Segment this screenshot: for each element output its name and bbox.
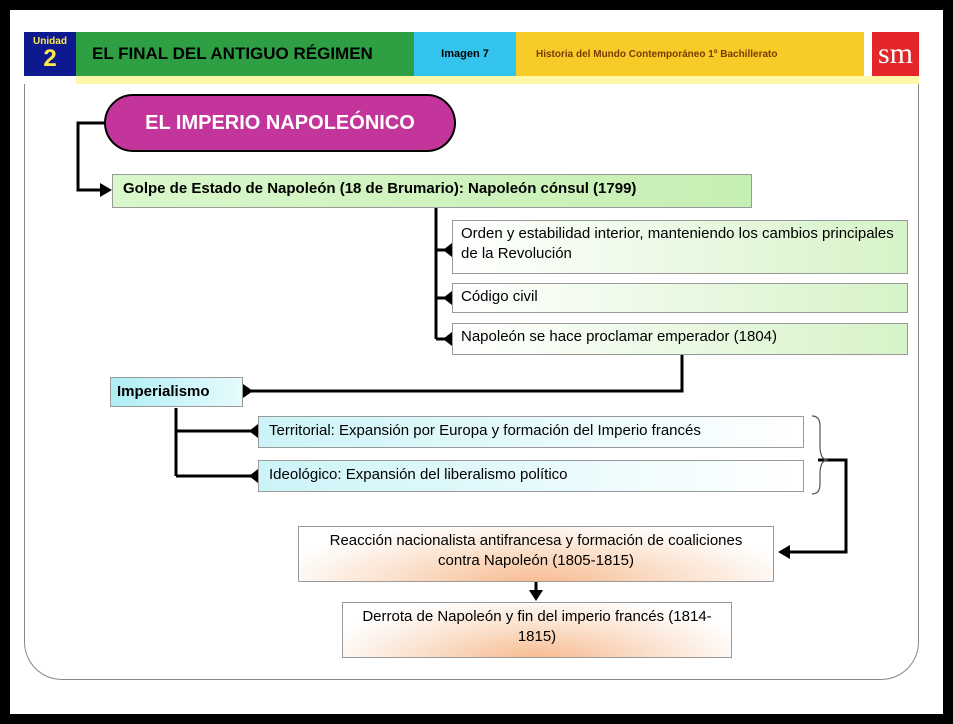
consulate-item-orden: Orden y estabilidad interior, manteniend… bbox=[452, 220, 908, 274]
arrow-imperialism bbox=[243, 384, 253, 398]
arrow-ideologico bbox=[249, 469, 258, 483]
arrow-emperador bbox=[443, 332, 452, 346]
arrow-codigo bbox=[443, 291, 452, 305]
course-label: Historia del Mundo Contemporáneo 1º Bach… bbox=[516, 32, 864, 76]
imperialism-box: Imperialismo bbox=[110, 377, 243, 407]
arrow-reaction bbox=[778, 545, 790, 559]
header-strip bbox=[76, 76, 919, 84]
arrow-defeat bbox=[529, 590, 543, 601]
unit-number: 2 bbox=[43, 45, 57, 72]
title-connector bbox=[76, 121, 104, 192]
arrow-territorial bbox=[249, 424, 258, 438]
reaction-box: Reacción nacionalista antifrancesa y for… bbox=[298, 526, 774, 582]
coup-box: Golpe de Estado de Napoleón (18 de Bruma… bbox=[112, 174, 752, 208]
imperialism-connector bbox=[250, 355, 684, 393]
slide-header: Unidad 2 EL FINAL DEL ANTIGUO RÉGIMEN Im… bbox=[24, 32, 919, 76]
consulate-item-codigo: Código civil bbox=[452, 283, 908, 313]
consulate-item-emperador: Napoleón se hace proclamar emperador (18… bbox=[452, 323, 908, 355]
unit-badge: Unidad 2 bbox=[24, 32, 76, 76]
unit-label: Unidad bbox=[33, 36, 67, 47]
reaction-connector bbox=[790, 458, 848, 554]
image-label: Imagen 7 bbox=[414, 32, 516, 76]
imperialism-item-ideologico: Ideológico: Expansión del liberalismo po… bbox=[258, 460, 804, 492]
arrow-coup bbox=[100, 183, 112, 197]
unit-title: EL FINAL DEL ANTIGUO RÉGIMEN bbox=[76, 32, 414, 76]
imperialism-item-territorial: Territorial: Expansión por Europa y form… bbox=[258, 416, 804, 448]
arrow-orden bbox=[443, 243, 452, 257]
publisher-logo: sm bbox=[872, 32, 919, 76]
defeat-box: Derrota de Napoleón y fin del imperio fr… bbox=[342, 602, 732, 658]
right-brace bbox=[811, 415, 829, 495]
diagram-title: EL IMPERIO NAPOLEÓNICO bbox=[104, 94, 456, 152]
